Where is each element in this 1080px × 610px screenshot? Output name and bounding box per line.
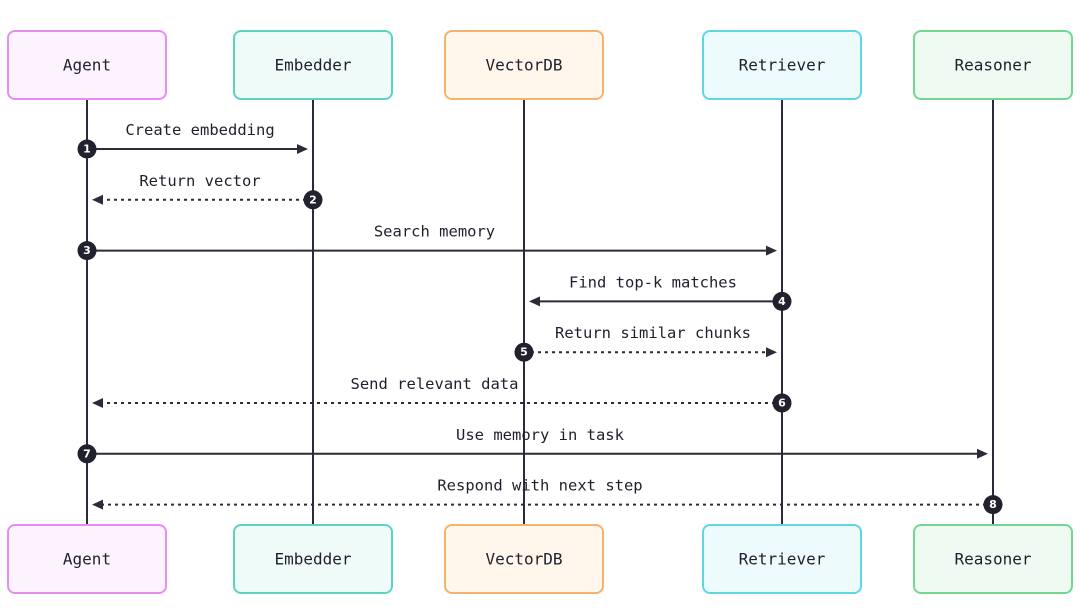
arrow-head [92,194,103,205]
message-label: Search memory [374,223,495,241]
actor-box [444,524,604,594]
step-number-badge [983,495,1003,515]
step-number: 3 [83,244,91,257]
actor-vectordb-top[interactable]: VectorDB [444,30,604,100]
actor-box [233,524,393,594]
actors-bottom: Agent Embedder VectorDB Retriever Reasoner [7,524,1073,594]
arrow-head [529,296,540,307]
message-label: Return similar chunks [555,324,751,342]
message-8: Respond with next step 8 [92,477,1003,515]
actor-box [233,30,393,100]
message-2: Return vector 2 [92,172,323,210]
step-number-badge [772,393,792,413]
actor-label: Agent [63,56,111,75]
actor-box [444,30,604,100]
lifelines [86,99,994,525]
message-4: Find top-k matches 4 [529,273,792,311]
actor-label: Reasoner [954,550,1031,569]
actor-vectordb-bottom[interactable]: VectorDB [444,524,604,594]
actor-retriever-bottom[interactable]: Retriever [702,524,862,594]
message-label: Use memory in task [456,426,625,444]
message-6: Send relevant data 6 [92,375,792,413]
actor-embedder-top[interactable]: Embedder [233,30,393,100]
actor-label: Embedder [274,56,351,75]
actors-top: Agent Embedder VectorDB Retriever Reasoner [7,30,1073,100]
actor-reasoner-top[interactable]: Reasoner [913,30,1073,100]
actor-retriever-top[interactable]: Retriever [702,30,862,100]
step-number-badge [514,342,534,362]
step-number: 4 [778,295,786,308]
message-label: Find top-k matches [569,273,737,291]
message-label: Return vector [139,172,260,190]
actor-label: Agent [63,550,111,569]
actor-agent-top[interactable]: Agent [7,30,167,100]
actor-label: VectorDB [485,550,562,569]
step-number: 6 [778,397,786,410]
message-7: Use memory in task 7 [77,426,988,464]
step-number: 7 [83,447,91,460]
message-label: Respond with next step [437,477,642,495]
arrow-head [297,144,308,154]
message-3: Search memory 3 [77,223,777,261]
step-number-badge [77,139,97,159]
arrow-head [92,499,103,510]
actor-box [913,524,1073,594]
actor-label: Retriever [739,56,826,75]
step-number-badge [303,190,323,210]
actor-box [7,30,167,100]
message-1: Create embedding 1 [77,121,308,159]
arrow-head [92,398,103,408]
actor-box [702,30,862,100]
actor-label: VectorDB [485,56,562,75]
actor-label: Retriever [739,550,826,569]
message-label: Send relevant data [351,375,519,393]
arrow-head [977,448,988,459]
step-number: 1 [83,143,91,156]
message-5: Return similar chunks 5 [514,324,777,362]
step-number-badge [77,444,97,464]
actor-box [913,30,1073,100]
actor-reasoner-bottom[interactable]: Reasoner [913,524,1073,594]
step-number: 2 [309,193,317,206]
step-number-badge [77,241,97,261]
actor-label: Embedder [274,550,351,569]
arrow-head [766,245,777,256]
step-number: 8 [989,498,997,511]
actor-agent-bottom[interactable]: Agent [7,524,167,594]
actor-box [7,524,167,594]
actor-embedder-bottom[interactable]: Embedder [233,524,393,594]
step-number-badge [772,291,792,311]
message-label: Create embedding [125,121,274,139]
step-number: 5 [520,346,528,359]
arrow-head [766,347,777,358]
actor-label: Reasoner [954,56,1031,75]
actor-box [702,524,862,594]
